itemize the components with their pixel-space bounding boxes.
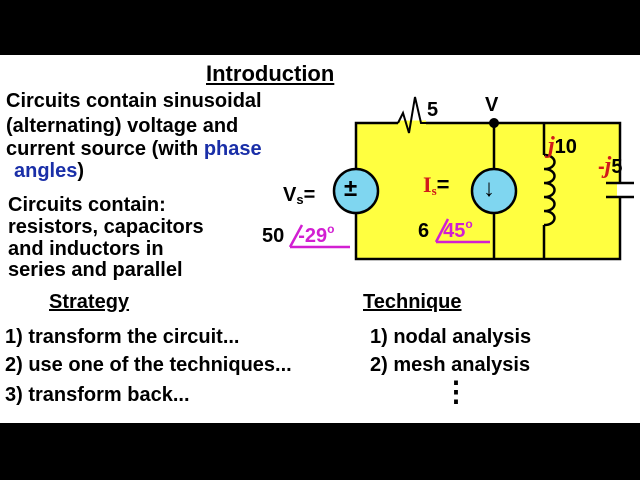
strategy-item-1: 1) transform the circuit... [5, 326, 240, 348]
resistor [397, 96, 426, 134]
components-line-4: series and parallel [8, 259, 183, 281]
strategy-heading: Strategy [49, 291, 130, 313]
vs-subscript: s [296, 192, 304, 207]
is-subscript: s [431, 183, 437, 198]
vs-degree: o [327, 222, 335, 236]
inductor [543, 153, 556, 227]
vs-label: Vs= [283, 184, 316, 207]
intro-line-2: (alternating) voltage and [6, 115, 239, 137]
resistor-value: 5 [427, 99, 439, 121]
technique-heading: Technique [363, 291, 462, 313]
is-symbol: I [423, 172, 432, 197]
inductor-value: 10 [554, 136, 577, 158]
vs-phasor: 50 -29o [262, 223, 335, 247]
vs-angle-slash [288, 224, 304, 248]
circuit-diagram [288, 96, 634, 261]
vs-magnitude: 50 [262, 225, 285, 247]
is-phasor: 6 45o [418, 218, 473, 242]
capacitor-value: 5 [611, 156, 623, 178]
technique-item-1: 1) nodal analysis [370, 326, 532, 348]
vs-equals: = [303, 184, 316, 206]
intro-line-3-text: current source (with [6, 138, 204, 160]
voltage-source [332, 167, 380, 215]
intro-line-4-text: ) [77, 160, 85, 182]
is-angle: 45 [443, 220, 466, 242]
capacitor-j: j [604, 153, 612, 179]
components-line-2: resistors, capacitors [8, 216, 204, 238]
components-line-3: and inductors in [8, 238, 164, 260]
technique-more: ⋮ [442, 376, 470, 407]
capacitor-label: -j5 [598, 154, 622, 178]
phase-highlight: phase [203, 138, 262, 160]
vs-angle: -29 [298, 225, 328, 247]
node-label: V [485, 94, 499, 116]
intro-line-1: Circuits contain sinusoidal [6, 90, 262, 112]
is-label: Is= [423, 172, 450, 198]
intro-line-4: angles) [14, 161, 84, 181]
is-equals: = [436, 172, 450, 197]
current-source-arrow: ↓ [483, 175, 495, 202]
capacitor-sign: - [598, 156, 605, 178]
components-line-1: Circuits contain: [8, 194, 166, 216]
page-title: Introduction [206, 61, 335, 86]
inductor-label: j10 [548, 134, 577, 158]
voltage-source-symbol: ± [344, 175, 358, 202]
strategy-item-2: 2) use one of the techniques... [5, 354, 292, 376]
vs-symbol: V [283, 184, 297, 206]
technique-item-2: 2) mesh analysis [370, 354, 531, 376]
is-degree: o [465, 217, 473, 231]
intro-line-3: current source (with phase [6, 139, 262, 159]
slide: Introduction Circuits contain sinusoidal… [0, 55, 640, 423]
inductor-j: j [548, 133, 555, 159]
is-magnitude: 6 [418, 220, 430, 242]
current-source [470, 167, 518, 215]
is-angle-slash [434, 218, 450, 243]
strategy-item-3: 3) transform back... [5, 384, 190, 406]
angles-highlight: angles [14, 160, 78, 182]
